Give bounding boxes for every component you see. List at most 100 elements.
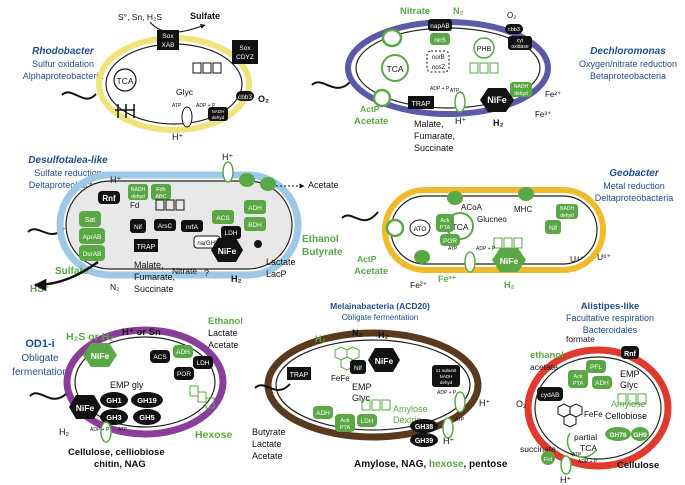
- svg-text:Bacteroidales: Bacteroidales: [583, 325, 638, 335]
- svg-text:AprAB: AprAB: [83, 234, 102, 241]
- svg-text:N₂: N₂: [110, 282, 119, 292]
- nadh-dehyd-rhodobacter: [208, 107, 228, 121]
- nadh-dehyd-dechloromonas: [510, 82, 532, 97]
- svg-text:Butyrate: Butyrate: [302, 247, 343, 258]
- ack-pta-alistipes: [568, 370, 588, 388]
- dechloromonas-panel: Dechloromonas Oxygen/nitrate reduction B…: [311, 6, 677, 153]
- svg-text:MHC: MHC: [514, 205, 532, 214]
- svg-text:H₂S or H₂: H₂S or H₂: [66, 331, 114, 343]
- svg-text:Cellulose: Cellulose: [617, 460, 659, 471]
- svg-text:narGHI: narGHI: [197, 241, 217, 247]
- svg-text:norB: norB: [432, 55, 445, 61]
- svg-text:Fumarate,: Fumarate,: [414, 131, 455, 141]
- svg-text:DsrAB: DsrAB: [83, 251, 102, 258]
- por-box-od1: [174, 367, 194, 380]
- svg-text:Lactate: Lactate: [266, 257, 296, 267]
- svg-text:ATP: ATP: [455, 417, 465, 423]
- gh19-box: [131, 392, 163, 408]
- heme-geo-left: [385, 218, 405, 238]
- trap-dechloromonas: [408, 96, 434, 109]
- svg-text:Dextrin: Dextrin: [393, 415, 422, 425]
- mela-substrates: Amylose, NAG, hexose, pentose: [354, 459, 508, 470]
- geobacter-panel: Geobacter Metal reduction Deltaproteobac…: [341, 168, 674, 290]
- desulfo-transporters: [155, 199, 185, 211]
- svg-text:Glyc: Glyc: [176, 87, 194, 97]
- svg-text:Deltaproteobacteria: Deltaproteobacteria: [595, 193, 674, 203]
- svg-text:Ack: Ack: [573, 374, 582, 380]
- svg-text:Nitrate: Nitrate: [172, 266, 197, 276]
- nadh-dehyd-mela: [432, 365, 460, 387]
- svg-text:H₂: H₂: [315, 334, 326, 344]
- svg-text:Acetate: Acetate: [354, 266, 388, 277]
- svg-text:dehyd: dehyd: [514, 91, 528, 97]
- svg-text:H⁺: H⁺: [222, 152, 233, 162]
- atp-synthase-od1: [100, 421, 112, 443]
- svg-text:PTA: PTA: [440, 225, 451, 231]
- svg-text:Sulfate reduction: Sulfate reduction: [34, 168, 102, 178]
- svg-text:fermentation: fermentation: [12, 367, 68, 378]
- svg-text:Malate,: Malate,: [414, 119, 444, 129]
- cyt-oxidase-box: [508, 36, 532, 50]
- svg-text:GH78: GH78: [610, 432, 627, 439]
- svg-text:NADH: NADH: [212, 109, 225, 114]
- svg-text:GH1: GH1: [106, 396, 121, 405]
- desulfo-sulfide-arrow: [33, 260, 99, 292]
- svg-text:nirS: nirS: [434, 37, 446, 44]
- nirs-box: [430, 33, 450, 45]
- od1-transporters: [189, 385, 215, 409]
- svg-text:Fdh: Fdh: [156, 187, 165, 193]
- aprab-box: [79, 228, 105, 244]
- svg-text:Sox: Sox: [239, 45, 251, 52]
- svg-text:N₂: N₂: [453, 6, 464, 16]
- svg-text:H₂: H₂: [378, 330, 389, 340]
- svg-text:dehyd: dehyd: [131, 194, 145, 200]
- svg-text:cyt: cyt: [517, 38, 524, 44]
- svg-text:ActP: ActP: [360, 104, 380, 114]
- svg-text:PTA: PTA: [573, 381, 584, 387]
- rhodobacter-panel: Rhodobacter Sulfur oxidation Alphaproteo…: [23, 11, 269, 142]
- svg-text:NADH: NADH: [560, 206, 575, 212]
- svg-text:H⁺ or Sn: H⁺ or Sn: [122, 327, 161, 338]
- svg-text:Succinate: Succinate: [134, 284, 174, 294]
- svg-text:H₂: H₂: [493, 118, 504, 128]
- gh1-box: [100, 392, 128, 408]
- svg-text:cydAB: cydAB: [541, 392, 560, 399]
- svg-text:chitin, NAG: chitin, NAG: [94, 459, 146, 470]
- svg-text:Sulfate: Sulfate: [55, 266, 89, 277]
- svg-text:succinate: succinate: [520, 444, 556, 454]
- svg-text:H⁺: H⁺: [110, 175, 121, 185]
- gh3-box: [100, 409, 128, 425]
- svg-text:TRAP: TRAP: [137, 244, 156, 251]
- svg-text:Deltaproteobacteria: Deltaproteobacteria: [29, 180, 108, 190]
- svg-text:dehyd: dehyd: [440, 380, 453, 385]
- svg-text:ATP: ATP: [118, 427, 128, 433]
- dechloromonas-title: Dechloromonas: [590, 46, 666, 57]
- desulfotalea-title: Desulfotalea-like: [28, 155, 108, 166]
- svg-text:O₂: O₂: [507, 11, 516, 20]
- svg-text:H₂: H₂: [231, 274, 242, 284]
- svg-text:O₂: O₂: [258, 94, 269, 104]
- svg-text:Fd: Fd: [130, 201, 139, 210]
- svg-text:ATO: ATO: [414, 226, 427, 233]
- arsc-box: [154, 219, 176, 231]
- svg-text:H⁺: H⁺: [479, 398, 490, 408]
- svg-text:Rnf: Rnf: [624, 351, 636, 358]
- svg-text:LacP: LacP: [266, 269, 287, 279]
- svg-text:H⁺: H⁺: [560, 475, 571, 485]
- rhodobacter-substrates: S°, Sn, H₂S: [118, 12, 162, 22]
- atp-synthase-desulfo: [222, 161, 234, 183]
- svg-text:oxidase: oxidase: [511, 44, 528, 50]
- bdh-box-desulfo: [244, 217, 266, 231]
- rnf-box-alistipes: [621, 346, 639, 359]
- svg-text:TCA: TCA: [580, 443, 597, 453]
- svg-text:ADH: ADH: [248, 205, 262, 212]
- nife-hydrogenase-desulfo: [211, 238, 243, 262]
- od1-panel: OD1-i Obligate fermentation H₂S or H₂ H⁺…: [12, 316, 243, 470]
- svg-text:EMP gly: EMP gly: [110, 380, 144, 390]
- rhodobacter-function: Sulfur oxidation: [32, 59, 94, 69]
- svg-text:Obligate fermentation: Obligate fermentation: [342, 313, 419, 322]
- alistipes-transporters: [617, 393, 647, 405]
- svg-text:dehyd: dehyd: [212, 115, 225, 120]
- trap-desulfo: [134, 239, 158, 252]
- alistipes-cell-membrane: [524, 346, 672, 470]
